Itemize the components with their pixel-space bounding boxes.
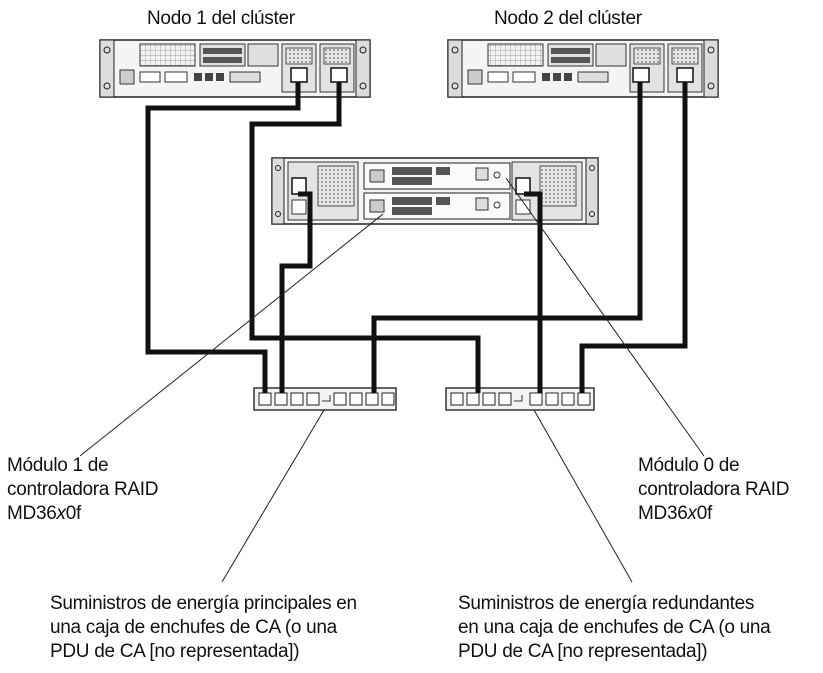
primary-power-line1: Suministros de energía principales en xyxy=(50,593,357,614)
raid-module-1-line2: controladora RAID xyxy=(7,479,159,500)
redundant-power-line3: PDU de CA [no representada]) xyxy=(458,641,708,662)
raid-controller-module-0 xyxy=(363,162,511,190)
raid-module-1-line1: Módulo 1 de xyxy=(7,455,109,476)
raid-module-0-label: Módulo 0 de controladora RAID MD36x0f xyxy=(638,454,790,526)
cluster-node-1-server xyxy=(99,39,371,98)
power-cable-node2-primary xyxy=(371,82,643,393)
leader-line-raid-module-0 xyxy=(505,177,705,457)
redundant-power-line2: en una caja de enchufes de CA (o una xyxy=(458,617,771,638)
raid-controller-module-1 xyxy=(363,192,511,220)
primary-power-line3: PDU de CA [no representada]) xyxy=(50,641,300,662)
raid-module-1-model-prefix: MD36 xyxy=(7,503,57,524)
raid-module-1-model-suffix: 0f xyxy=(65,503,82,524)
raid-module-0-model-var: x xyxy=(687,503,697,524)
power-cable-array-redundant xyxy=(524,191,543,393)
redundant-power-label: Suministros de energía redundantes en un… xyxy=(458,592,771,664)
cluster-node-2-server xyxy=(447,39,719,98)
primary-power-label: Suministros de energía principales en un… xyxy=(50,592,357,664)
power-cable-node2-redundant xyxy=(579,82,688,393)
power-cable-node1-primary xyxy=(145,82,301,393)
leader-line-raid-module-1 xyxy=(79,213,384,457)
redundant-power-strip xyxy=(445,387,595,411)
leader-line-primary-power xyxy=(221,409,325,583)
raid-module-0-line2: controladora RAID xyxy=(638,479,790,500)
cluster-node-1-label: Nodo 1 del clúster xyxy=(147,8,295,29)
redundant-power-line1: Suministros de energía redundantes xyxy=(458,593,755,614)
power-cable-node1-redundant xyxy=(249,82,481,393)
raid-module-0-model: MD36x0f xyxy=(638,502,789,526)
cluster-node-2-label: Nodo 2 del clúster xyxy=(494,8,642,29)
primary-power-line2: una caja de enchufes de CA (o una xyxy=(50,617,337,638)
primary-power-strip xyxy=(253,387,397,411)
power-cable-array-primary xyxy=(279,191,313,393)
leader-line-redundant-power xyxy=(533,409,633,583)
raid-module-0-line1: Módulo 0 de xyxy=(638,455,740,476)
raid-module-0-model-suffix: 0f xyxy=(696,503,713,524)
raid-module-1-model: MD36x0f xyxy=(7,502,158,526)
raid-module-0-model-prefix: MD36 xyxy=(638,503,688,524)
raid-module-1-label: Módulo 1 de controladora RAID MD36x0f xyxy=(7,454,159,526)
raid-module-1-model-var: x xyxy=(56,503,66,524)
